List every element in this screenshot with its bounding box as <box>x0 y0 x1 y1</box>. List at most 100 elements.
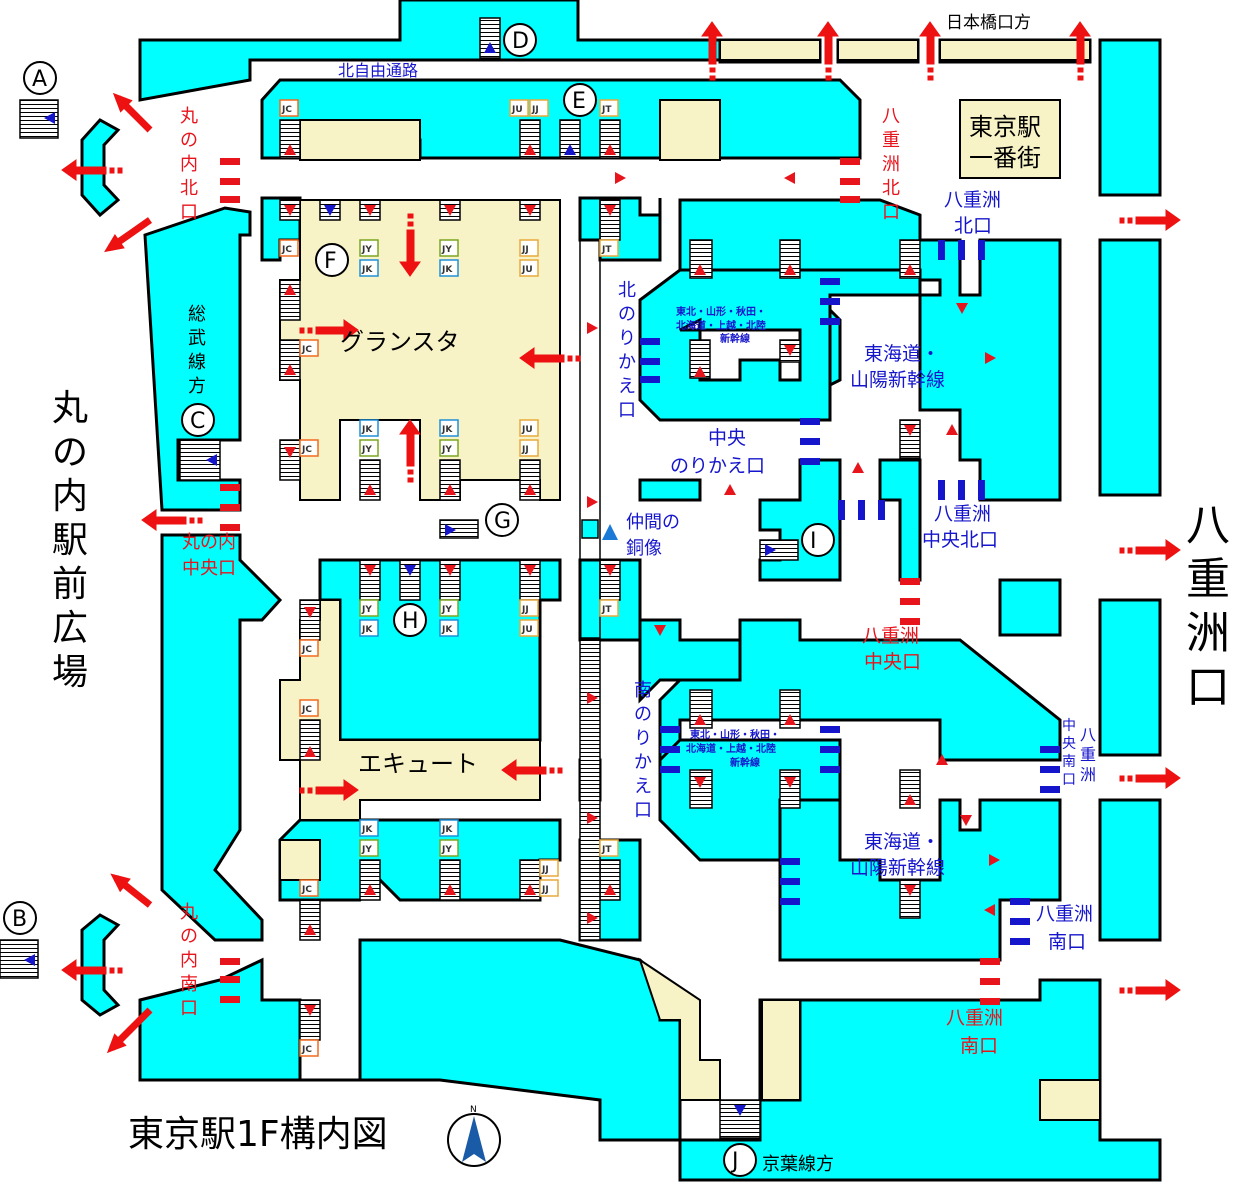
stair-direction-icon <box>284 447 296 458</box>
exit-arrow-icon <box>1069 21 1091 81</box>
ichibangai-line2: 一番街 <box>969 144 1041 172</box>
nakama-line2: 銅像 <box>626 538 662 559</box>
stair-direction-icon <box>484 42 496 53</box>
stair-direction-icon <box>852 462 864 473</box>
stair-direction-icon <box>694 264 706 275</box>
yaesu-exit-label-char: 口 <box>1186 662 1230 713</box>
yaesu-central-south-a-char: 八 <box>1080 725 1096 744</box>
line-badge-jk: JK <box>359 819 379 837</box>
north-transfer-char: か <box>618 352 636 373</box>
svg-text:JU: JU <box>521 625 533 635</box>
svg-text:H: H <box>402 609 419 634</box>
line-badge-jj: JJ <box>539 879 559 897</box>
stair-direction-icon <box>989 854 1000 866</box>
marker-e: E <box>563 83 597 117</box>
line-badge-jc: JC <box>299 879 319 897</box>
stair-direction-icon <box>724 484 736 495</box>
line-badge-jy: JY <box>439 439 459 457</box>
exit-arrow-icon <box>141 509 203 531</box>
stair-direction-icon <box>904 885 916 896</box>
ichibangai-box <box>959 99 1061 179</box>
south-transfer-char: 口 <box>634 800 652 821</box>
stair-direction-icon <box>734 1105 746 1116</box>
stair-direction-icon <box>24 954 35 966</box>
svg-text:JJ: JJ <box>541 865 549 875</box>
exit-arrow-icon <box>110 873 153 908</box>
svg-text:I: I <box>810 529 817 554</box>
yaesu-central-exit-1: 八重洲 <box>862 625 919 647</box>
marunouchi-plaza-label-char: 駅 <box>52 520 88 561</box>
line-badge-jj: JJ <box>519 599 539 617</box>
stair-direction-icon <box>284 284 296 295</box>
yaesu-central-south-a-char: 洲 <box>1080 765 1096 784</box>
svg-text:JY: JY <box>441 605 452 615</box>
stair-direction-icon <box>444 205 456 216</box>
maru-north-exit-char: 口 <box>180 202 198 223</box>
svg-text:JC: JC <box>301 885 312 895</box>
svg-text:JU: JU <box>521 425 533 435</box>
maru-south-exit-char: 南 <box>180 974 198 995</box>
exit-arrow-icon <box>106 1007 153 1054</box>
svg-text:JY: JY <box>361 605 372 615</box>
svg-text:JC: JC <box>301 705 312 715</box>
gransta-label: グランスタ <box>340 328 460 356</box>
tokaido-north-2: 山陽新幹線 <box>850 369 945 391</box>
stair-direction-icon <box>284 364 296 375</box>
stair-direction-icon <box>445 524 456 536</box>
stair-direction-icon <box>587 912 598 924</box>
line-badge-jj: JJ <box>529 99 549 117</box>
transfer-bars <box>640 240 1060 945</box>
svg-text:JU: JU <box>521 265 533 275</box>
stair-direction-icon <box>206 454 217 466</box>
svg-text:JJ: JJ <box>521 245 529 255</box>
stair-direction-icon <box>604 205 616 216</box>
stair-direction-icon <box>364 884 376 895</box>
stairs <box>0 17 921 1139</box>
stair-direction-icon <box>784 345 796 356</box>
svg-text:G: G <box>494 509 511 534</box>
tokaido-north-1: 東海道・ <box>864 343 940 365</box>
sobu-label-char: 武 <box>188 328 206 349</box>
stair-direction-icon <box>604 144 616 155</box>
stair-direction-icon <box>324 205 336 216</box>
line-badge-jk: JK <box>439 619 459 637</box>
statue-pedestal <box>581 519 599 539</box>
line-badge-jc: JC <box>299 699 319 717</box>
line-badge-jy: JY <box>359 839 379 857</box>
line-badge-jy: JY <box>359 599 379 617</box>
svg-text:JK: JK <box>361 625 373 635</box>
tohoku-south-2: 北海道・上越・北陸 <box>686 742 776 755</box>
exit-arrow-icon <box>1119 539 1181 561</box>
nakama-line1: 仲間の <box>626 512 680 533</box>
svg-text:JC: JC <box>301 445 312 455</box>
yaesu-central-north-1: 八重洲 <box>934 503 991 525</box>
exit-arrow-icon <box>701 21 723 81</box>
line-badge-jk: JK <box>439 259 459 277</box>
stair-direction-icon <box>304 746 316 757</box>
marker-h: H <box>393 603 427 637</box>
yaesu-exit-label-char: 洲 <box>1186 608 1230 659</box>
line-badge-jj: JJ <box>539 859 559 877</box>
tokaido-south-2: 山陽新幹線 <box>850 857 945 879</box>
south-transfer-char: か <box>634 752 652 773</box>
stair-direction-icon <box>564 144 576 155</box>
stair-direction-icon <box>364 205 376 216</box>
stair-direction-icon <box>960 815 972 826</box>
line-badge-jt: JT <box>599 839 619 857</box>
stair-direction-icon <box>444 884 456 895</box>
maru-south-exit-char: 丸 <box>180 902 198 923</box>
line-badge-jk: JK <box>439 419 459 437</box>
svg-text:JJ: JJ <box>541 885 549 895</box>
yaesu-south-transfer-2: 南口 <box>1048 931 1086 953</box>
svg-text:D: D <box>512 29 529 54</box>
north-transfer-char: の <box>618 304 636 325</box>
exit-arrow-icon <box>399 213 421 277</box>
stair-direction-icon <box>694 777 706 788</box>
line-badge-jk: JK <box>439 819 459 837</box>
line-badge-ju: JU <box>519 419 539 437</box>
yaesu-central-south-b-char: 口 <box>1062 772 1076 788</box>
exit-arrow-icon <box>1119 209 1181 231</box>
stair-direction-icon <box>284 205 296 216</box>
